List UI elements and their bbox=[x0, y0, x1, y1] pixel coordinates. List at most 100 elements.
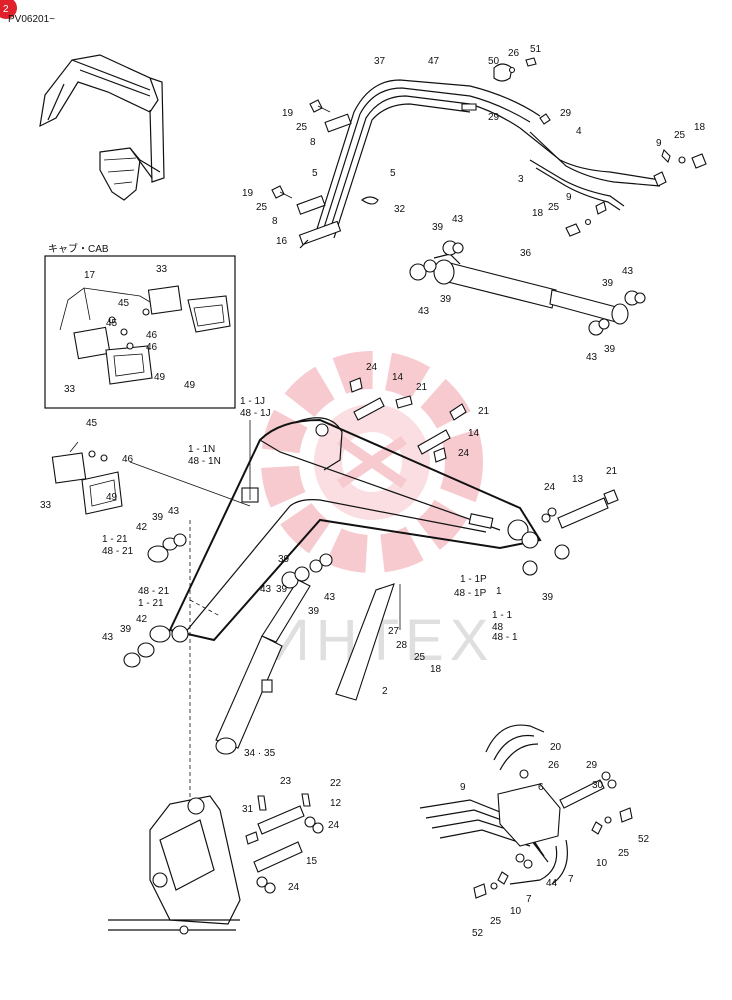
callout-c5a: 5 bbox=[312, 168, 318, 179]
callout-c43b: 43 bbox=[622, 266, 634, 277]
callout-c46b: 46 bbox=[146, 342, 158, 353]
callout-c34_35: 34 · 35 bbox=[244, 748, 276, 759]
callout-c15: 15 bbox=[306, 856, 318, 867]
callout-c21b: 21 bbox=[478, 406, 490, 417]
callout-c39f: 39 bbox=[278, 554, 290, 565]
callout-c48_1: 48 - 1 bbox=[492, 632, 518, 643]
callout-c46a: 46 bbox=[146, 330, 158, 341]
callout-c48_1P: 48 - 1P bbox=[454, 588, 487, 599]
callout-c25e: 25 bbox=[414, 652, 426, 663]
bolts-upper bbox=[271, 57, 707, 237]
callout-c1_1P: 1 - 1P bbox=[460, 574, 487, 585]
callout-c48_1N: 48 - 1N bbox=[188, 456, 221, 467]
boom-cylinder-upper bbox=[409, 240, 646, 336]
callout-c24a: 24 bbox=[366, 362, 378, 373]
callout-c2: 2 bbox=[382, 686, 388, 697]
callout-c43f: 43 bbox=[324, 592, 336, 603]
boom-assembly bbox=[168, 417, 542, 643]
callout-c6: 6 bbox=[538, 782, 544, 793]
callout-c27: 27 bbox=[388, 626, 400, 637]
callout-c18b: 18 bbox=[532, 208, 544, 219]
callout-c43e: 43 bbox=[168, 506, 180, 517]
callout-c43a: 43 bbox=[452, 214, 464, 225]
callout-c49c: 49 bbox=[106, 492, 118, 503]
callout-c1_1N: 1 - 1N bbox=[188, 444, 215, 455]
callout-c33a: 33 bbox=[156, 264, 168, 275]
callout-c25f: 25 bbox=[490, 916, 502, 927]
hydraulic-lines-upper bbox=[296, 79, 661, 249]
callout-c52a: 52 bbox=[472, 928, 484, 939]
work-lamp-parts bbox=[51, 441, 123, 515]
callout-c25c: 25 bbox=[256, 202, 268, 213]
callout-c39b: 39 bbox=[602, 278, 614, 289]
callout-c17: 17 bbox=[84, 270, 96, 281]
callout-c29b: 29 bbox=[560, 108, 572, 119]
callout-c24d: 24 bbox=[328, 820, 340, 831]
callout-c14b: 14 bbox=[468, 428, 480, 439]
callout-c19b: 19 bbox=[242, 188, 254, 199]
callout-c18a: 18 bbox=[694, 122, 706, 133]
callout-c26b: 26 bbox=[548, 760, 560, 771]
callout-c43g: 43 bbox=[260, 584, 272, 595]
callout-c8a: 8 bbox=[310, 137, 316, 148]
callout-c10a: 10 bbox=[510, 906, 522, 917]
callout-c9a: 9 bbox=[656, 138, 662, 149]
callout-c50: 50 bbox=[488, 56, 500, 67]
page-badge: 2 bbox=[0, 0, 17, 19]
callout-c47: 47 bbox=[428, 56, 440, 67]
support-plate bbox=[335, 583, 395, 701]
model-code: PV06201~ bbox=[8, 14, 55, 25]
callout-c8b: 8 bbox=[272, 216, 278, 227]
callout-c51: 51 bbox=[530, 44, 542, 55]
callout-c4: 4 bbox=[576, 126, 582, 137]
callout-c36: 36 bbox=[520, 248, 532, 259]
callout-c30: 30 bbox=[592, 780, 604, 791]
callout-c1_1J: 1 - 1J bbox=[240, 396, 265, 407]
guide-lines bbox=[129, 420, 401, 800]
callout-c33c: 33 bbox=[40, 500, 52, 511]
callout-c21c: 21 bbox=[606, 466, 618, 477]
callout-c25a: 25 bbox=[296, 122, 308, 133]
callout-c39a: 39 bbox=[432, 222, 444, 233]
callout-c48_21b: 48 - 21 bbox=[138, 586, 170, 597]
callout-c48_1J: 48 - 1J bbox=[240, 408, 271, 419]
callout-c3: 3 bbox=[518, 174, 524, 185]
callout-c43c: 43 bbox=[418, 306, 430, 317]
callout-c23: 23 bbox=[280, 776, 292, 787]
callout-c39g: 39 bbox=[308, 606, 320, 617]
callout-c32: 32 bbox=[394, 204, 406, 215]
valve-hose-detail bbox=[419, 724, 633, 899]
callout-c52b: 52 bbox=[638, 834, 650, 845]
callout-c39e: 39 bbox=[152, 512, 164, 523]
callout-c20: 20 bbox=[550, 742, 562, 753]
callout-c28: 28 bbox=[396, 640, 408, 651]
callout-c43d: 43 bbox=[586, 352, 598, 363]
callout-c13: 13 bbox=[572, 474, 584, 485]
callout-c44: 44 bbox=[546, 878, 558, 889]
arm-cylinder-lower bbox=[215, 553, 333, 755]
inset-title: キャブ・CAB bbox=[48, 242, 109, 255]
callout-c12: 12 bbox=[330, 798, 342, 809]
callout-c33b: 33 bbox=[64, 384, 76, 395]
callout-c1: 1 bbox=[496, 586, 502, 597]
callout-c16: 16 bbox=[276, 236, 288, 247]
callout-c26a: 26 bbox=[508, 48, 520, 59]
callout-c25b: 25 bbox=[674, 130, 686, 141]
callout-c14a: 14 bbox=[392, 372, 404, 383]
callout-c39d: 39 bbox=[604, 344, 616, 355]
cab-inset-frame bbox=[44, 255, 236, 409]
callout-c1_21a: 1 - 21 bbox=[102, 534, 128, 545]
callout-c45b: 45 bbox=[106, 318, 118, 329]
boom-pins bbox=[123, 377, 619, 668]
callout-c29a: 29 bbox=[488, 112, 500, 123]
callout-c49a: 49 bbox=[184, 380, 196, 391]
callout-c45a: 45 bbox=[118, 298, 130, 309]
callout-c29c: 29 bbox=[586, 760, 598, 771]
callout-c42b: 42 bbox=[136, 614, 148, 625]
callout-c48_21a: 48 - 21 bbox=[102, 546, 134, 557]
callout-c10b: 10 bbox=[596, 858, 608, 869]
callout-c19a: 19 bbox=[282, 108, 294, 119]
callout-c1_21b: 1 - 21 bbox=[138, 598, 164, 609]
